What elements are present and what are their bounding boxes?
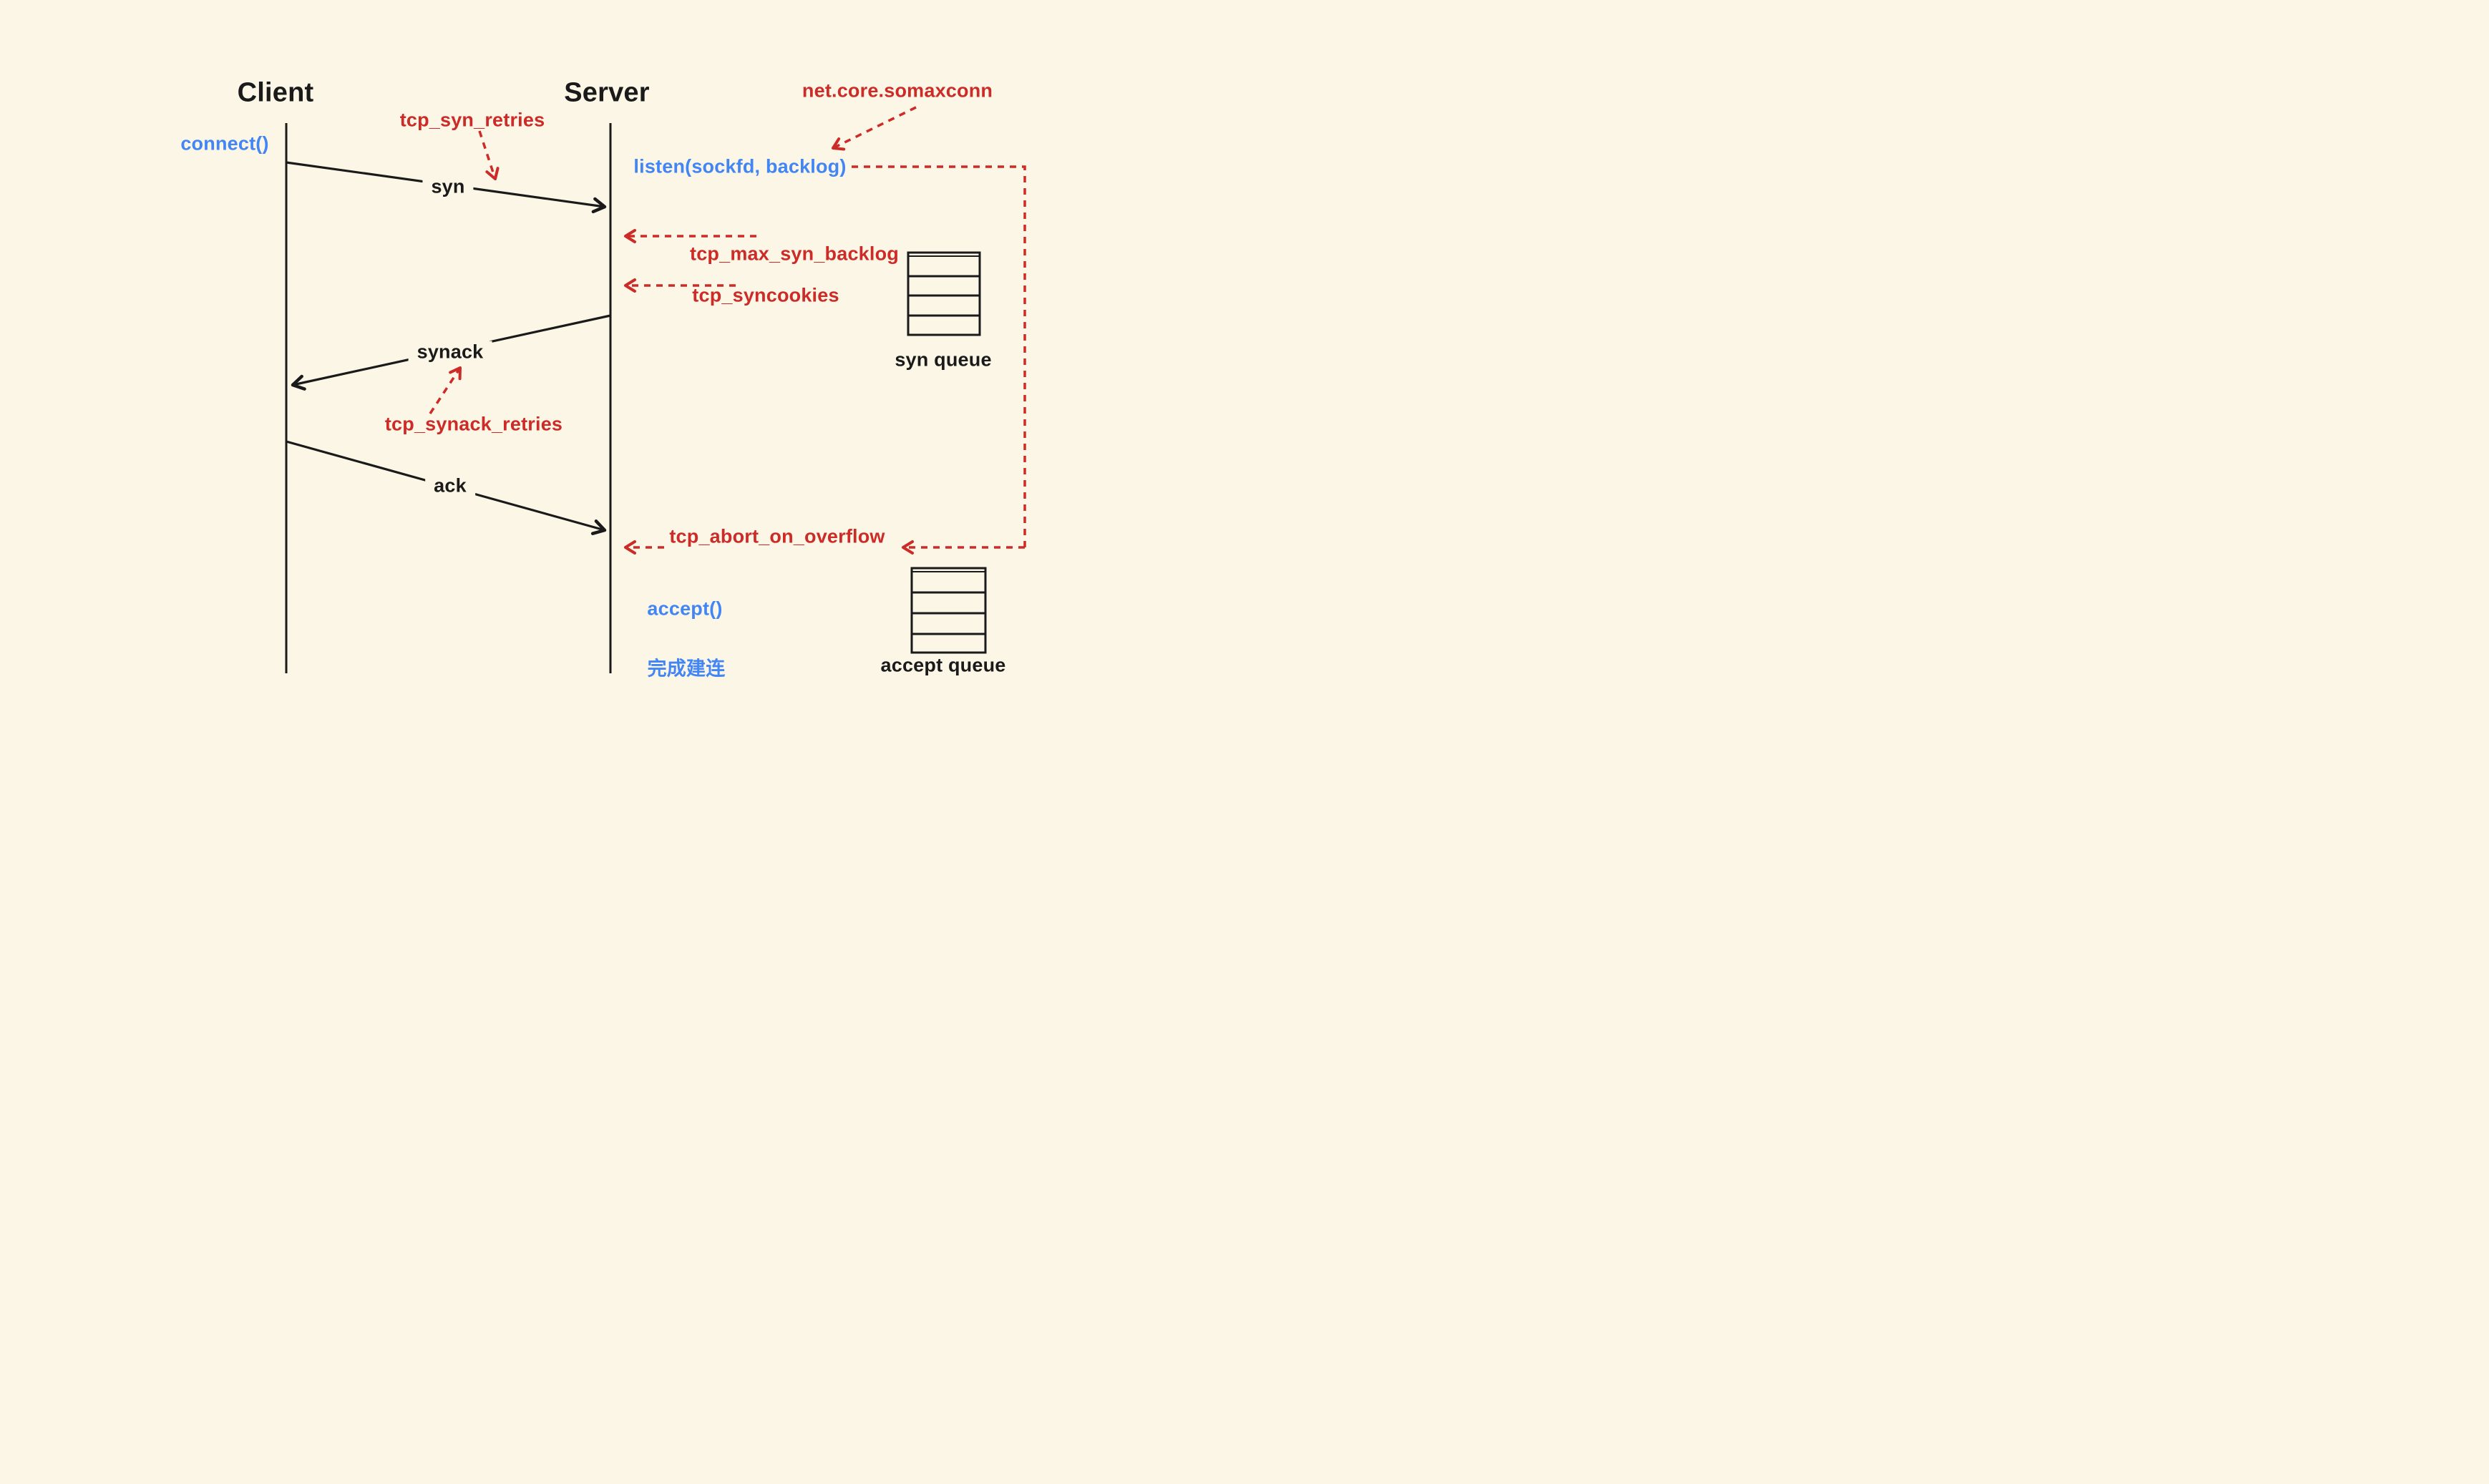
client-title: Client — [237, 77, 314, 108]
syn-label: syn — [422, 175, 474, 198]
established-label: 完成建连 — [647, 658, 726, 680]
net-core-somaxconn-label: net.core.somaxconn — [802, 79, 993, 102]
backlog-connector-line — [852, 165, 1026, 547]
syn-queue-label: syn queue — [895, 348, 992, 371]
accept-queue-box — [910, 567, 987, 654]
ack-label: ack — [425, 474, 475, 497]
accept-queue-label: accept queue — [880, 654, 1006, 676]
tcp-abort-on-overflow-label: tcp_abort_on_overflow — [669, 525, 885, 547]
tcp-max-syn-backlog-label: tcp_max_syn_backlog — [690, 243, 899, 265]
diagram-lines-layer — [285, 106, 1026, 673]
tcp-synack-retries-label: tcp_synack_retries — [384, 413, 563, 435]
syn-queue-box — [907, 251, 981, 336]
tcp-syncookies-label: tcp_syncookies — [692, 284, 839, 306]
server-title: Server — [564, 77, 650, 108]
synack-label: synack — [408, 341, 492, 363]
tcp-syn-retries-pointer — [478, 130, 500, 180]
tcp-synack-retries-pointer — [429, 366, 462, 414]
tcp-syn-retries-label: tcp_syn_retries — [399, 109, 545, 131]
listen-label: listen(sockfd, backlog) — [633, 155, 847, 177]
tcp-handshake-diagram: Client Server connect() listen(sockfd, b… — [0, 0, 1244, 742]
connect-label: connect() — [180, 132, 269, 155]
accept-label: accept() — [647, 597, 723, 620]
somaxconn-pointer — [832, 106, 917, 151]
